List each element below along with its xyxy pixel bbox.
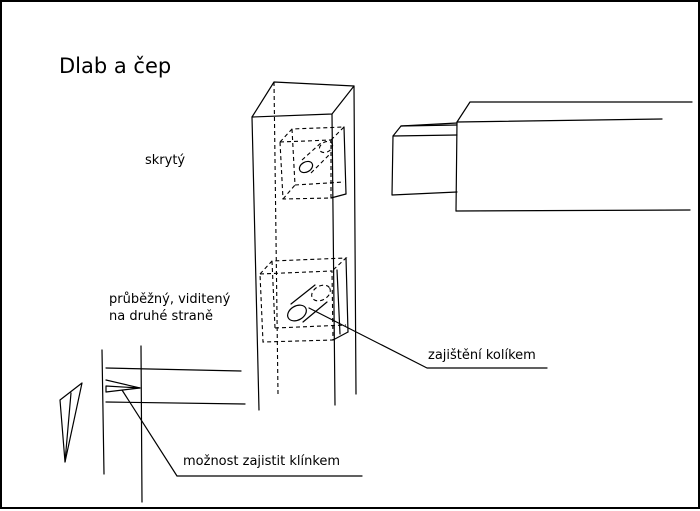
page-title: Dlab a čep — [59, 54, 172, 78]
label-hidden: skrytý — [145, 153, 186, 168]
hidden-mortise — [279, 126, 347, 200]
post-hidden-edge — [273, 81, 279, 395]
post — [251, 81, 357, 411]
wedge-leader-line — [121, 389, 363, 477]
beam-top-face — [456, 101, 693, 123]
side-view — [59, 345, 246, 503]
loose-wedge — [59, 382, 83, 463]
label-pin: zajištění kolíkem — [428, 348, 536, 363]
beam-with-tenon — [391, 101, 693, 212]
upper-dowel — [298, 140, 334, 174]
lower-dowel — [287, 284, 331, 323]
pin-leader-line — [308, 307, 548, 369]
label-through-line1: průběžný, viditený — [109, 292, 231, 307]
post-top-face — [251, 81, 355, 118]
tenon — [391, 122, 458, 196]
label-through-line2: na druhé straně — [109, 309, 213, 324]
inserted-wedge — [105, 385, 141, 393]
through-mortise — [259, 257, 349, 343]
label-wedge: možnost zajistit klínkem — [183, 454, 341, 469]
